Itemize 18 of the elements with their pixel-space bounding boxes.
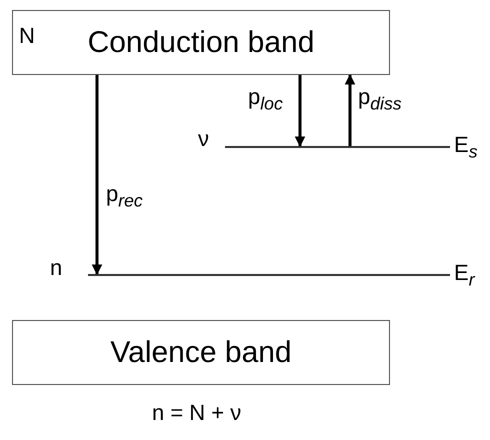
arrow [294,75,306,148]
edge-label: p$_{rec}$ [106,183,143,210]
edge-label: p$_{loc}$ [248,86,283,113]
energy-level-line [88,274,450,276]
symbol-label: N [19,25,35,47]
level-label: n [50,257,62,279]
arrow [344,74,356,146]
band-box [12,10,390,75]
arrow [92,75,102,276]
band-box [12,320,390,385]
level-label: ν [198,128,209,150]
level-label: E$_{s}$ [454,134,478,161]
level-label: E$_{r}$ [454,262,475,289]
energy-level-line [225,146,450,148]
band-label: Conduction band [88,28,314,58]
edge-label: p$_{diss}$ [358,86,402,113]
equation: n = N + ν [152,402,242,424]
band-label: Valence band [110,338,292,368]
